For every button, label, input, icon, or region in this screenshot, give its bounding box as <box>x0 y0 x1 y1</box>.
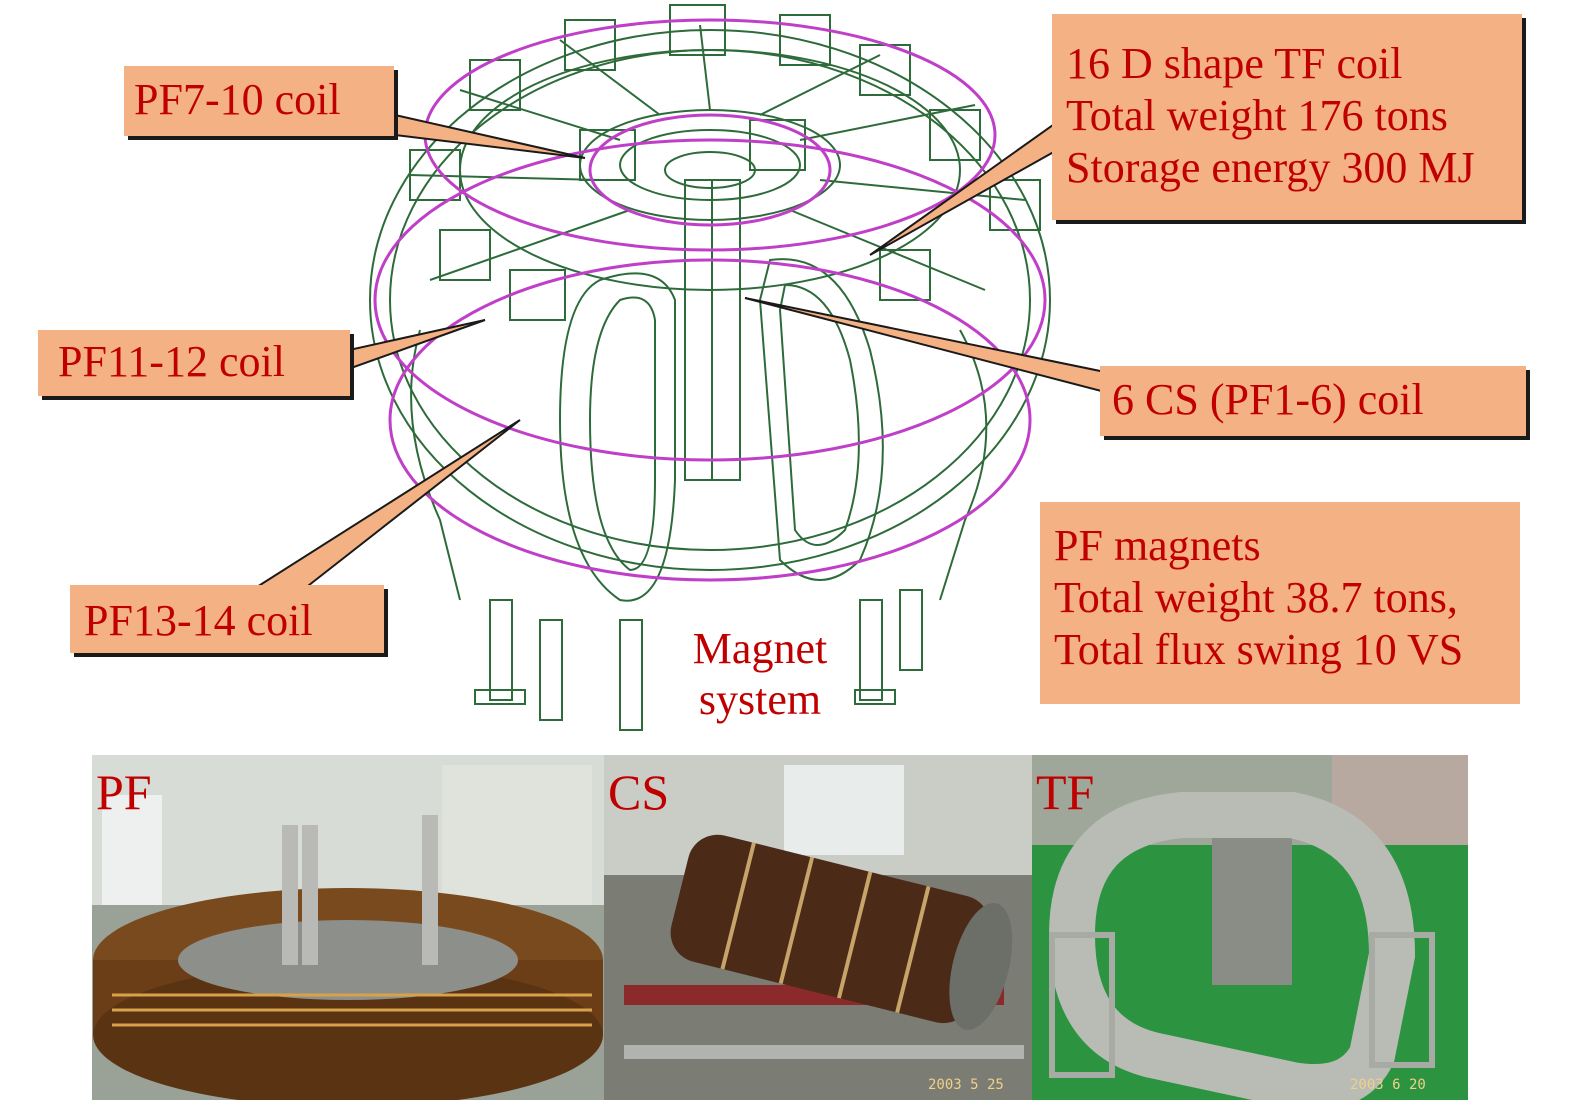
magnet-system-drawing <box>257 4 1106 731</box>
photo-cs-coil: CS 2003 5 25 <box>604 755 1032 1100</box>
photo-tag-pf: PF <box>96 764 152 820</box>
leader-pf13-14 <box>257 419 521 602</box>
callout-pf13-14-text: PF13-14 coil <box>84 596 313 645</box>
leader-lines <box>257 113 1106 602</box>
pf-coil-image <box>92 755 604 1100</box>
photo-pf-coil: PF <box>92 755 604 1100</box>
pf-magnets-line-2: Total weight 38.7 tons, <box>1054 572 1458 622</box>
leader-pf7-10 <box>394 113 586 159</box>
callout-cs-coil: 6 CS (PF1-6) coil <box>1100 366 1526 436</box>
toroidal-structure <box>369 4 1051 731</box>
callout-cs-text: 6 CS (PF1-6) coil <box>1112 375 1424 424</box>
callout-pf11-12: PF11-12 coil <box>38 330 350 396</box>
pf-magnets-line-1: PF magnets <box>1054 521 1261 570</box>
leader-cs <box>744 297 1106 394</box>
tf-coil-image <box>1032 755 1468 1100</box>
photo-tag-cs: CS <box>608 764 670 820</box>
callout-pf7-10: PF7-10 coil <box>124 66 394 136</box>
photo-tf-coil: TF 2003 6 20 <box>1032 755 1468 1100</box>
callout-pf7-10-text: PF7-10 coil <box>134 75 341 124</box>
tf-date-stamp: 2003 6 20 <box>1350 1077 1426 1093</box>
callout-pf-magnets: PF magnets Total weight 38.7 tons, Total… <box>1040 502 1520 704</box>
title-line-2: system <box>698 674 822 724</box>
tf-line-2: Total weight 176 tons <box>1066 90 1448 140</box>
magnet-system-title: Magnet system <box>660 624 860 725</box>
callout-pf13-14: PF13-14 coil <box>70 585 384 653</box>
pf-magnets-line-3: Total flux swing 10 VS <box>1054 624 1464 674</box>
tf-line-1: 16 D shape TF coil <box>1066 39 1403 88</box>
tf-line-3: Storage energy 300 MJ <box>1066 142 1475 192</box>
callout-tf-coil: 16 D shape TF coil Total weight 176 tons… <box>1052 14 1522 220</box>
title-line-1: Magnet <box>692 624 828 673</box>
photo-tag-tf: TF <box>1036 764 1095 820</box>
cs-date-stamp: 2003 5 25 <box>928 1077 1004 1093</box>
cs-coil-image <box>604 755 1032 1100</box>
callout-pf11-12-text: PF11-12 coil <box>58 337 285 386</box>
